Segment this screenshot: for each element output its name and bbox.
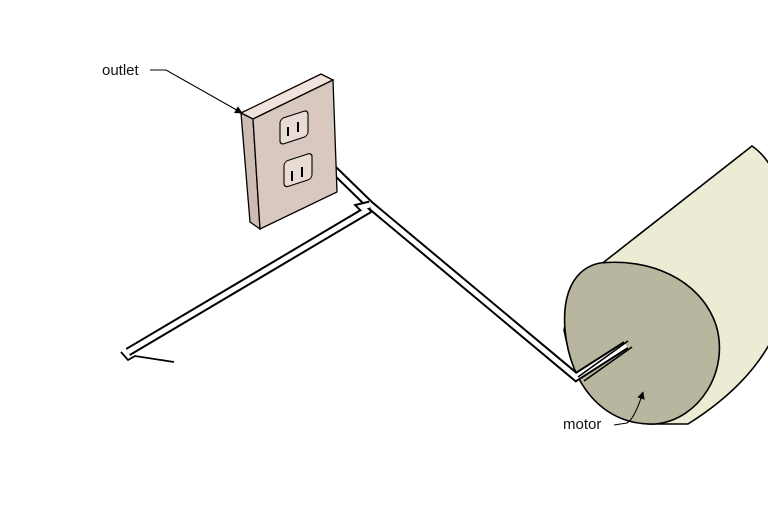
motor: [563, 145, 768, 425]
cord-plug-end: [120, 351, 175, 363]
outlet-leader-line: [150, 69, 243, 114]
branch-cord: [120, 200, 374, 363]
upper-receptacle: [279, 110, 309, 145]
outlet-plate-face: [252, 78, 338, 231]
outlet-plate: [239, 73, 338, 231]
motor-label: motor: [563, 416, 601, 433]
motor-leader-line: [613, 391, 645, 426]
motor-end-cap: [563, 261, 721, 425]
outlet-label: outlet: [102, 62, 140, 79]
motor-shaft: [577, 340, 633, 382]
lower-receptacle: [283, 153, 313, 188]
